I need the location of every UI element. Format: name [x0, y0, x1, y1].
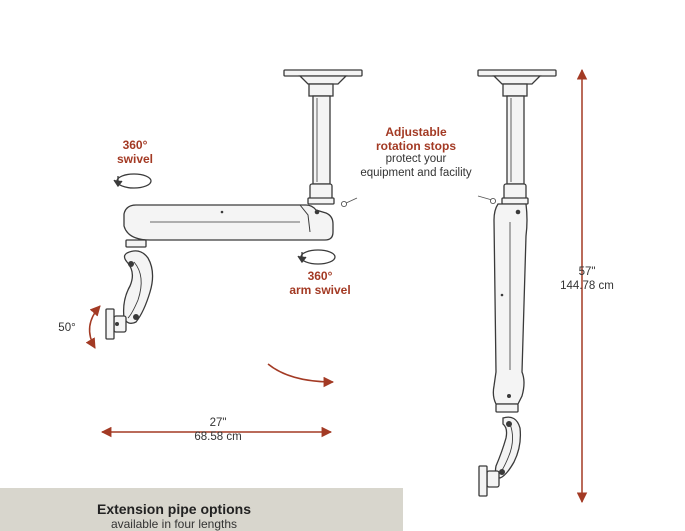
swivel-degrees: 360°	[122, 138, 148, 152]
arm-swivel-degrees: 360°	[307, 269, 333, 283]
height-metric: 144.78 cm	[560, 279, 614, 292]
reach-metric: 68.58 cm	[194, 430, 242, 443]
vesa-plate	[105, 308, 115, 340]
arm-swivel-callout: 360° arm swivel	[276, 269, 364, 297]
rotation-stops-leaders	[340, 195, 497, 208]
height-imperial: 57"	[578, 266, 596, 278]
rotation-stops-desc-1: protect your	[385, 153, 447, 166]
swivel-rotation-icon	[113, 173, 152, 189]
rotation-stops-callout: Adjustable rotation stops protect your e…	[336, 125, 496, 180]
extended-arm-mount	[105, 69, 363, 340]
arm-swivel-rotation-icon	[297, 249, 336, 265]
column-upper	[308, 83, 334, 97]
extension-pipe-right	[506, 95, 525, 185]
ceiling-plate	[283, 69, 363, 77]
vesa-plate-right	[478, 465, 488, 497]
swivel-callout: 360° swivel	[95, 138, 175, 166]
extension-pipe-options-banner: Extension pipe options available in four…	[0, 488, 403, 531]
ceiling-plate-right	[477, 69, 557, 77]
banner-subtitle: available in four lengths	[110, 517, 238, 531]
horizontal-arm	[123, 204, 334, 241]
rotation-stops-title-1: Adjustable	[385, 125, 447, 139]
height-dimension-label: 57" 144.78 cm	[548, 266, 626, 293]
rotation-stops-desc-2: equipment and facility	[360, 166, 472, 179]
extension-pipe	[312, 95, 331, 185]
swivel-label: swivel	[116, 152, 154, 167]
arm-swivel-label: arm swivel	[289, 283, 351, 298]
swing-arc-arrow	[267, 363, 335, 388]
rotation-stops-title-2: rotation stops	[376, 139, 456, 154]
tilt-link	[122, 250, 154, 324]
reach-dimension-label: 27" 68.58 cm	[175, 417, 261, 444]
reach-imperial: 27"	[209, 417, 227, 429]
tilt-angle-label: 50°	[58, 322, 76, 334]
banner-title: Extension pipe options	[96, 501, 251, 517]
tilt-arc-arrow	[85, 305, 101, 349]
vertical-arm-mount	[477, 69, 557, 497]
